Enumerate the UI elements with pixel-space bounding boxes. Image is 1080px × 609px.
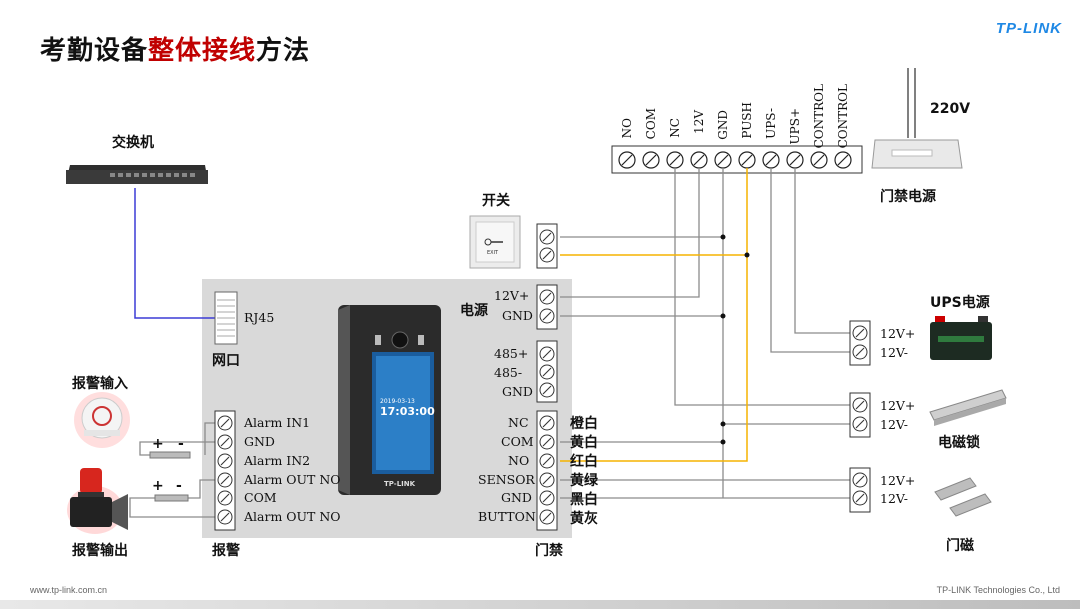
ups-term-plus: 12V+ bbox=[880, 326, 916, 341]
alarm-in-plus: + bbox=[152, 436, 164, 452]
button-label: 开关 bbox=[482, 193, 510, 209]
ps-term-6: PUSH bbox=[740, 102, 754, 139]
smoke-detector-icon bbox=[74, 392, 130, 448]
alarm-out-plus: + bbox=[152, 478, 164, 494]
ps-term-2: COM bbox=[644, 108, 658, 140]
rs485-pin-gnd: GND bbox=[502, 384, 533, 399]
door-terminal bbox=[536, 410, 558, 531]
ups-terminal bbox=[849, 320, 871, 366]
sensor-term-minus: 12V- bbox=[880, 491, 909, 506]
alarm-output-label: 报警输出 bbox=[72, 543, 128, 559]
alarm-pin-out-no-2: Alarm OUT NO bbox=[244, 509, 341, 524]
network-switch-icon bbox=[66, 165, 208, 184]
door-pin-nc: NC bbox=[508, 415, 529, 430]
door-pin-gnd: GND bbox=[501, 490, 532, 505]
alarm-terminal bbox=[214, 410, 236, 531]
exit-button-icon bbox=[469, 215, 521, 269]
ps-term-5: GND bbox=[716, 110, 730, 140]
sensor-term-plus: 12V+ bbox=[880, 473, 916, 488]
power-pin-gnd: GND bbox=[502, 308, 533, 323]
network-cable bbox=[134, 188, 220, 319]
terminal-brand: TP-LINK bbox=[384, 480, 416, 488]
junction-dots bbox=[720, 234, 750, 445]
lock-term-minus: 12V- bbox=[880, 417, 909, 432]
title-highlight: 整体接线 bbox=[148, 36, 257, 66]
yellow-wire bbox=[560, 168, 748, 462]
lock-terminal bbox=[849, 392, 871, 438]
footer-bar bbox=[0, 600, 1080, 609]
power-group-label: 电源 bbox=[460, 303, 488, 319]
ups-term-minus: 12V- bbox=[880, 345, 909, 360]
wire-color-1: 橙白 bbox=[570, 416, 598, 432]
alarm-pin-gnd: GND bbox=[244, 434, 275, 449]
door-pin-button: BUTTON bbox=[478, 509, 536, 524]
terminal-date: 2019-03-13 bbox=[380, 398, 415, 405]
door-group-label: 门禁 bbox=[535, 543, 563, 559]
access-power-label: 门禁电源 bbox=[880, 189, 936, 205]
alarm-out-minus: - bbox=[176, 478, 182, 494]
page-title: 考勤设备整体接线方法 bbox=[40, 36, 311, 66]
em-lock-label: 电磁锁 bbox=[938, 435, 980, 451]
door-sensor-label: 门磁 bbox=[946, 538, 974, 554]
door-pin-sensor: SENSOR bbox=[478, 472, 535, 487]
lock-term-plus: 12V+ bbox=[880, 398, 916, 413]
alarm-pin-out-no-1: Alarm OUT NO bbox=[244, 472, 341, 487]
alarm-pin-com: COM bbox=[244, 490, 277, 505]
ps-term-9: CONTROL bbox=[812, 84, 826, 149]
alarm-pin-in1: Alarm IN1 bbox=[244, 415, 311, 430]
alarm-group-label: 报警 bbox=[212, 543, 240, 559]
wire-color-4: 黄绿 bbox=[570, 473, 598, 489]
em-lock-icon bbox=[929, 389, 1007, 426]
door-sensor-icon bbox=[934, 477, 992, 517]
door-pin-no: NO bbox=[508, 453, 530, 468]
footer-company: TP-LINK Technologies Co., Ltd bbox=[936, 585, 1060, 595]
rj45-label: RJ45 bbox=[244, 310, 275, 325]
network-group-label: 网口 bbox=[212, 353, 240, 369]
alarm-in-minus: - bbox=[178, 436, 184, 452]
alarm-input-wire-bar bbox=[149, 451, 191, 459]
ps-term-4: 12V bbox=[692, 110, 706, 134]
wire-color-2: 黄白 bbox=[570, 435, 598, 451]
access-power-supply-icon bbox=[871, 139, 963, 169]
alarm-output-wire-bar bbox=[154, 494, 189, 502]
alarm-input-label: 报警输入 bbox=[72, 376, 128, 392]
terminal-time: 17:03:00 bbox=[380, 405, 435, 418]
ps-term-7: UPS- bbox=[764, 108, 778, 139]
alarm-pin-in2: Alarm IN2 bbox=[244, 453, 311, 468]
rs485-pin-minus: 485- bbox=[494, 365, 523, 380]
switch-label: 交换机 bbox=[112, 135, 154, 151]
alarm-siren-icon bbox=[67, 468, 128, 534]
wire-color-5: 黑白 bbox=[570, 492, 598, 508]
wire-color-3: 红白 bbox=[570, 454, 598, 470]
ups-power-label: UPS电源 bbox=[930, 295, 990, 311]
exit-button-face: EXIT bbox=[487, 250, 499, 256]
button-terminal bbox=[536, 223, 558, 269]
ups-battery-icon bbox=[930, 316, 992, 360]
ps-term-3: NC bbox=[668, 118, 682, 138]
footer-url: www.tp-link.com.cn bbox=[30, 585, 108, 595]
wire-color-6: 黄灰 bbox=[570, 511, 598, 527]
gray-wires bbox=[129, 168, 855, 518]
door-pin-com: COM bbox=[501, 434, 534, 449]
power-pin-12v: 12V+ bbox=[494, 288, 530, 303]
brand-logo: TP-LINK bbox=[995, 20, 1062, 37]
sensor-terminal bbox=[849, 467, 871, 513]
ps-term-10: CONTROL bbox=[836, 84, 850, 149]
rs485-pin-plus: 485+ bbox=[494, 346, 529, 361]
ps-term-8: UPS+ bbox=[788, 108, 802, 145]
voltage-220-label: 220V bbox=[930, 101, 971, 117]
power-terminal bbox=[536, 284, 558, 330]
ps-term-1: NO bbox=[620, 118, 634, 139]
face-terminal-icon bbox=[338, 305, 441, 495]
